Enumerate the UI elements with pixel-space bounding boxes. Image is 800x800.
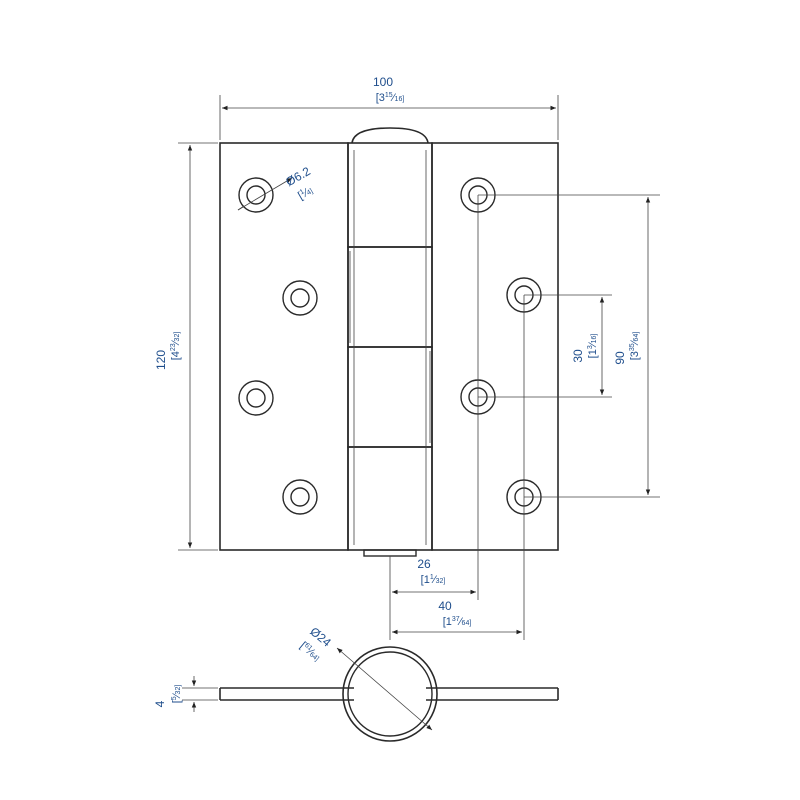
hinge-side-view [182, 646, 559, 742]
dim-height-mm: 120 [154, 350, 168, 370]
left-leaf-holes [238, 177, 318, 515]
dim-thickness-mm: 4 [153, 700, 167, 707]
dimension-lines [178, 95, 660, 640]
hinge-front-view [219, 127, 559, 557]
knuckle-cap [351, 127, 429, 144]
dim-pitch90-mm: 90 [613, 351, 627, 365]
left-leaf [219, 142, 349, 551]
dim-height-in: [423⁄32] [170, 332, 182, 361]
dim-knuckle-dia-in: [61⁄64] [297, 640, 322, 664]
dim-pitch30-mm: 30 [571, 349, 585, 363]
dim-pitch90-in: [335⁄64] [629, 332, 641, 361]
dim-offset40-mm: 40 [438, 599, 452, 613]
dim-offset26-in: [11⁄32] [421, 574, 446, 586]
dim-width-in: [315⁄16] [376, 92, 405, 104]
dim-thickness-in: [5⁄32] [171, 685, 183, 704]
dim-offset40-in: [137⁄64] [443, 616, 472, 628]
knuckle-pin [363, 549, 417, 557]
right-leaf-holes [460, 177, 542, 515]
dim-hole-dia-in: [1⁄4] [296, 185, 315, 203]
dim-width-mm: 100 [373, 75, 393, 89]
dim-hole-dia-mm: Ø6.2 [283, 164, 313, 189]
dim-pitch30-in: [13⁄16] [587, 334, 599, 359]
knuckle [347, 127, 433, 557]
dim-offset26-mm: 26 [417, 557, 431, 571]
